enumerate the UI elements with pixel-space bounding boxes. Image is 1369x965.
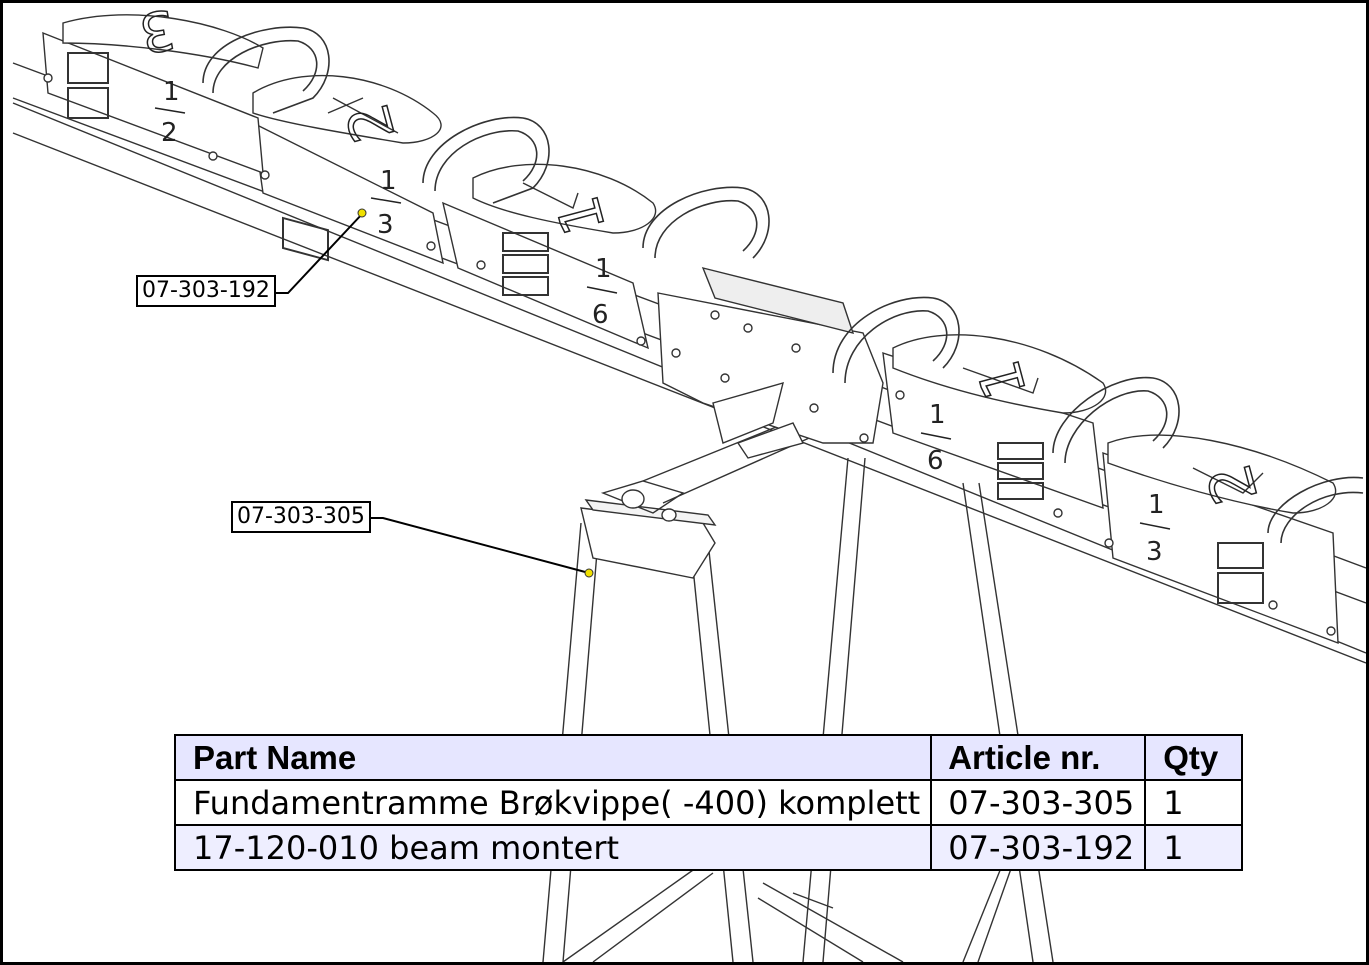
fraction-label: 1 3 (1139, 490, 1171, 567)
table-header-row: Part Name Article nr. Qty (173, 734, 1244, 781)
fraction-denominator: 6 (592, 300, 609, 330)
seat-handles (202, 26, 1364, 544)
cell-part-name: Fundamentramme Brøkvippe( -400) komplett (173, 779, 933, 826)
header-part-name: Part Name (173, 734, 933, 781)
cell-article-nr: 07-303-192 (930, 824, 1147, 871)
header-qty: Qty (1144, 734, 1244, 781)
cell-qty: 1 (1144, 779, 1244, 826)
seesaw-assembly-drawing: 1 2 1 3 1 6 1 6 1 3 (12, 3, 1366, 962)
fraction-numerator: 1 (380, 166, 397, 196)
bill-of-materials-table: Part Name Article nr. Qty Fundamentramme… (173, 734, 1244, 871)
callout-label-192: 07-303-192 (136, 275, 276, 307)
stand-head-plate (580, 407, 844, 579)
seats (62, 14, 1337, 514)
leader-line-192 (273, 212, 364, 294)
fraction-denominator: 3 (1146, 537, 1163, 567)
leader-dot-192 (357, 208, 367, 218)
fraction-numerator: 1 (1148, 490, 1165, 520)
cell-qty: 1 (1144, 824, 1244, 871)
fraction-numerator: 1 (929, 400, 946, 430)
table-row: Fundamentramme Brøkvippe( -400) komplett… (173, 779, 1244, 826)
cell-part-name: 17-120-010 beam montert (173, 824, 933, 871)
fraction-denominator: 2 (161, 118, 178, 148)
cell-article-nr: 07-303-305 (930, 779, 1147, 826)
fraction-label: 1 3 (370, 166, 402, 240)
step-slots (67, 52, 1264, 604)
fraction-numerator: 1 (595, 254, 612, 284)
fraction-denominator: 6 (927, 446, 944, 476)
leader-line-305 (369, 517, 590, 574)
fraction-numerator: 1 (163, 77, 180, 107)
fasteners (43, 73, 1336, 636)
seesaw-beam (12, 31, 1366, 664)
table-row: 17-120-010 beam montert 07-303-192 1 (173, 824, 1244, 871)
header-article-nr: Article nr. (930, 734, 1147, 781)
fraction-denominator: 3 (377, 210, 394, 240)
callout-label-305: 07-303-305 (231, 501, 371, 533)
support-frame-legs (542, 457, 1054, 962)
fraction-label: 1 6 (586, 254, 618, 330)
fraction-label: 1 6 (920, 400, 952, 476)
fraction-label: 1 2 (154, 77, 186, 148)
leader-dot-305 (584, 568, 594, 578)
seat-digit: 3 (135, 3, 180, 65)
